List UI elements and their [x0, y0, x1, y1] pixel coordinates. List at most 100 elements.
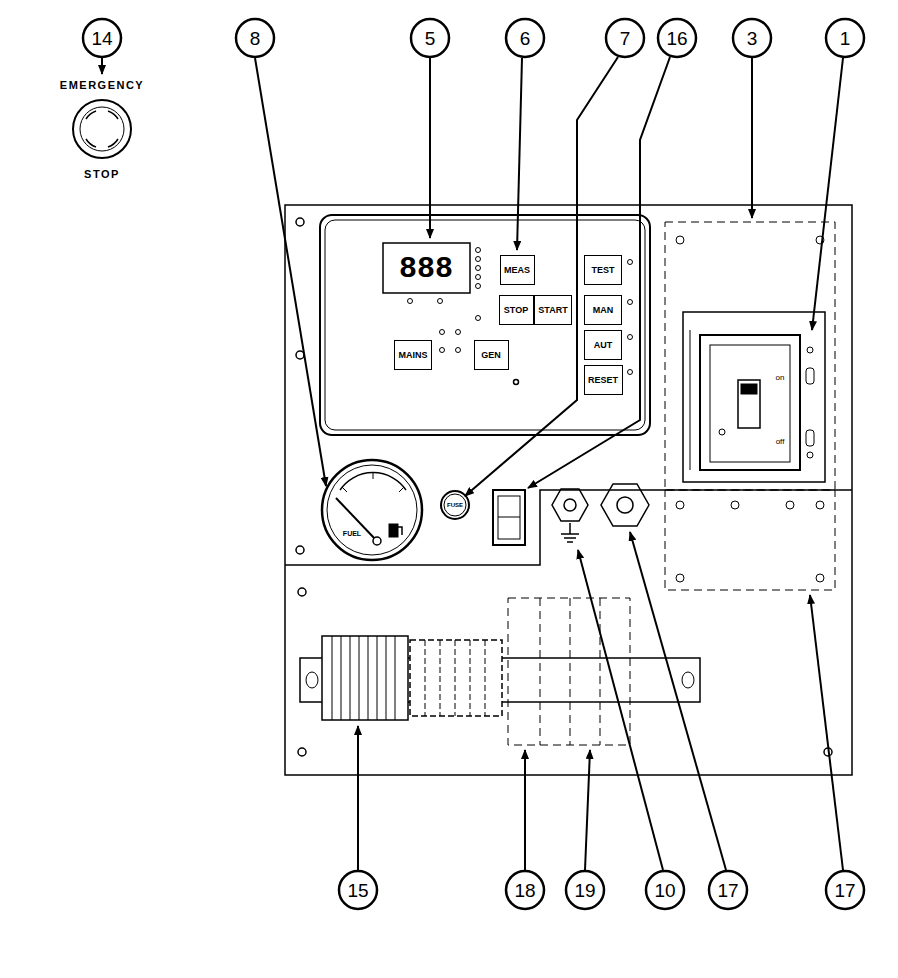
rocker-switch — [498, 517, 520, 518]
terminal-strip — [341, 636, 342, 720]
control-module — [440, 330, 445, 335]
fuel-gauge — [373, 537, 381, 545]
button-label: MEAS — [504, 266, 530, 275]
terminal-plate — [676, 574, 684, 582]
fuel-gauge — [322, 460, 422, 560]
circuit-breaker — [807, 452, 813, 458]
callout-number: 10 — [654, 881, 675, 900]
terminal-plate — [665, 490, 835, 590]
emergency-stop-symbol — [108, 111, 118, 119]
ground-stud — [552, 489, 588, 521]
callout-number: 19 — [574, 881, 595, 900]
callout-number: 5 — [425, 29, 436, 48]
terminal-plate — [665, 490, 835, 590]
cable-gland — [617, 497, 633, 513]
circuit-breaker — [665, 222, 835, 490]
control-button: MAINS — [394, 340, 432, 370]
fuel-gauge — [398, 527, 402, 535]
fuel-gauge — [399, 487, 404, 492]
terminal-strip — [377, 636, 378, 720]
terminal-strip — [600, 598, 601, 745]
leader-line — [524, 750, 526, 870]
terminal-strip — [306, 672, 318, 688]
callout-number: 17 — [834, 881, 855, 900]
terminal-strip — [540, 598, 541, 745]
terminal-strip — [470, 640, 471, 716]
terminal-plate — [816, 501, 824, 509]
callout-number: 1 — [840, 29, 851, 48]
switch-label: off — [776, 438, 785, 446]
leader-line — [517, 58, 522, 250]
control-module — [476, 284, 481, 289]
emergency-stop-symbol — [42, 95, 162, 163]
control-module — [476, 316, 481, 321]
terminal-strip — [322, 636, 408, 720]
terminal-strip — [332, 636, 333, 720]
gauge-label: FUEL — [343, 530, 361, 537]
fuse-label: FUSE — [447, 502, 463, 508]
terminal-strip — [359, 636, 360, 720]
panel-outline — [298, 588, 306, 596]
button-legend: STOP — [42, 169, 162, 180]
digital-display: 888 — [399, 254, 453, 284]
fuel-gauge — [389, 524, 398, 537]
circuit-breaker — [806, 430, 814, 446]
terminal-strip — [386, 636, 387, 720]
fuel-gauge — [322, 460, 422, 560]
ground-stud — [561, 533, 579, 535]
panel-outline — [285, 205, 852, 775]
button-label: RESET — [588, 376, 618, 385]
button-label: GEN — [481, 351, 501, 360]
circuit-breaker — [738, 380, 760, 428]
callout-circle — [83, 19, 864, 909]
leader-line — [255, 58, 326, 486]
ground-stud — [569, 523, 571, 534]
leader-line — [102, 57, 843, 870]
leader-line — [812, 58, 843, 330]
emergency-stop-symbol — [80, 107, 124, 151]
control-module — [408, 299, 413, 304]
callout-circle — [83, 19, 121, 57]
callout-circle — [646, 871, 684, 909]
callout-number: 14 — [91, 29, 112, 48]
button-label: START — [538, 306, 567, 315]
leader-line — [751, 58, 753, 218]
control-module — [476, 275, 481, 280]
circuit-breaker — [683, 312, 825, 482]
emergency-stop-button: EMERGENCY STOP — [42, 78, 162, 182]
leader-line — [585, 750, 590, 870]
button-label: MAN — [593, 306, 614, 315]
ground-stud — [564, 537, 576, 539]
terminal-strip — [455, 640, 456, 716]
control-module — [320, 215, 650, 435]
control-module — [383, 243, 470, 293]
terminal-strip — [570, 598, 571, 745]
fuel-gauge — [336, 498, 376, 540]
control-button: TEST — [584, 255, 622, 285]
ground-stud — [564, 499, 576, 511]
fuse-holder — [444, 494, 466, 516]
leader-line — [630, 532, 726, 870]
panel-outline — [296, 218, 304, 226]
callout-number: 3 — [747, 29, 758, 48]
callout-circle — [606, 19, 644, 57]
control-module — [320, 215, 650, 435]
cable-gland — [601, 484, 649, 526]
rocker-switch — [493, 490, 525, 545]
button-legend: EMERGENCY — [42, 80, 162, 91]
callout-circle — [339, 871, 377, 909]
terminal-strip — [682, 672, 694, 688]
control-button: RESET — [584, 365, 623, 395]
control-button: START — [534, 295, 572, 325]
callout-number: 7 — [620, 29, 631, 48]
circuit-breaker — [665, 222, 835, 490]
leader-line — [101, 58, 103, 74]
circuit-breaker — [710, 345, 790, 462]
control-button: MAN — [584, 295, 622, 325]
terminal-strip — [508, 598, 630, 745]
callout-number: 16 — [666, 29, 687, 48]
callout-circle — [236, 19, 274, 57]
terminal-plate — [676, 501, 684, 509]
callout-circle — [826, 19, 864, 57]
control-module — [628, 370, 633, 375]
